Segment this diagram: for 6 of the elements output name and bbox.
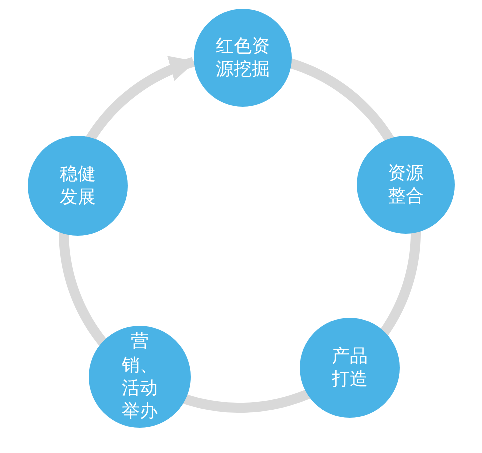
node-label: 红色资源挖掘	[215, 34, 271, 82]
node-label: 资源整合	[387, 162, 425, 208]
node-label: 稳健发展	[59, 162, 97, 210]
node-label: 营销、活动举办	[121, 330, 159, 424]
ring-arc	[182, 389, 312, 413]
node-label: 产品打造	[331, 344, 369, 392]
